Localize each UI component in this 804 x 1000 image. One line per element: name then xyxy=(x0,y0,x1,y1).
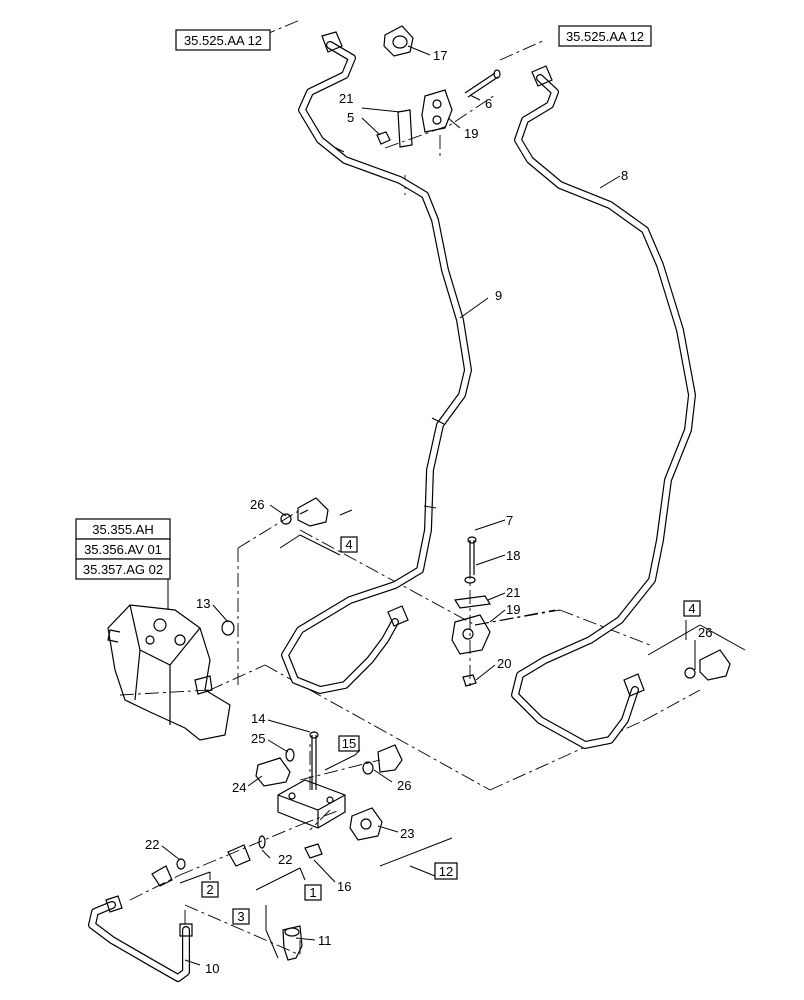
callout-25: 25 xyxy=(251,731,265,746)
reference-top-left[interactable]: 35.525.AA 12 xyxy=(175,29,271,51)
callout-14: 14 xyxy=(251,711,265,726)
clamp-19-top xyxy=(421,89,453,133)
tube-10 xyxy=(88,895,193,982)
callout-3: 3 xyxy=(237,909,244,924)
callout-26-upper: 26 xyxy=(250,497,264,512)
reference-valve-stack-3[interactable]: 35.357.AG 02 xyxy=(83,562,163,577)
callout-7: 7 xyxy=(506,513,513,528)
callout-5: 5 xyxy=(347,110,354,125)
callout-17: 17 xyxy=(433,48,447,63)
hardware-parts xyxy=(151,25,731,961)
reference-top-left-label[interactable]: 35.525.AA 12 xyxy=(184,33,262,48)
valve-block xyxy=(277,779,346,829)
callout-18: 18 xyxy=(506,548,520,563)
callout-11: 11 xyxy=(318,933,332,948)
reference-top-right[interactable]: 35.525.AA 12 xyxy=(558,25,652,47)
reference-top-right-label[interactable]: 35.525.AA 12 xyxy=(566,29,644,44)
reference-valve-stack-2[interactable]: 35.356.AV 01 xyxy=(84,542,162,557)
callout-26-right: 26 xyxy=(698,625,712,640)
callout-26-lower: 26 xyxy=(397,778,411,793)
callout-12: 12 xyxy=(439,864,453,879)
boxed-callouts: 4 4 15 12 2 1 3 xyxy=(201,536,701,925)
callout-numbers: 17 6 21 5 19 8 9 26 7 18 21 19 20 26 13 … xyxy=(145,48,712,976)
cap-17 xyxy=(383,25,414,57)
callout-2: 2 xyxy=(206,882,213,897)
callout-15: 15 xyxy=(342,736,356,751)
callout-21-lower: 21 xyxy=(506,585,520,600)
callout-8: 8 xyxy=(621,168,628,183)
tube-9 xyxy=(281,31,472,694)
reference-valve-stack-1[interactable]: 35.355.AH xyxy=(92,522,153,537)
callout-10: 10 xyxy=(205,961,219,976)
callout-16: 16 xyxy=(337,879,351,894)
control-valve-body xyxy=(107,604,231,741)
callout-13: 13 xyxy=(196,596,210,611)
callout-24: 24 xyxy=(232,780,246,795)
callout-6: 6 xyxy=(485,96,492,111)
callout-1: 1 xyxy=(309,885,316,900)
callout-4b: 4 xyxy=(688,601,695,616)
assembly-centerlines xyxy=(119,19,701,956)
callout-4a: 4 xyxy=(345,537,352,552)
callout-21-top: 21 xyxy=(339,91,353,106)
tube-8 xyxy=(511,65,696,749)
callout-22-right: 22 xyxy=(278,852,292,867)
callout-22-left: 22 xyxy=(145,837,159,852)
leader-lines xyxy=(161,45,746,966)
callout-20: 20 xyxy=(497,656,511,671)
callout-9: 9 xyxy=(495,288,502,303)
reference-valve-stack[interactable]: 35.355.AH 35.356.AV 01 35.357.AG 02 xyxy=(75,518,171,580)
bolt-6 xyxy=(464,69,501,98)
callout-19-top: 19 xyxy=(464,126,478,141)
callout-19-lower: 19 xyxy=(506,602,520,617)
callout-23: 23 xyxy=(400,826,414,841)
